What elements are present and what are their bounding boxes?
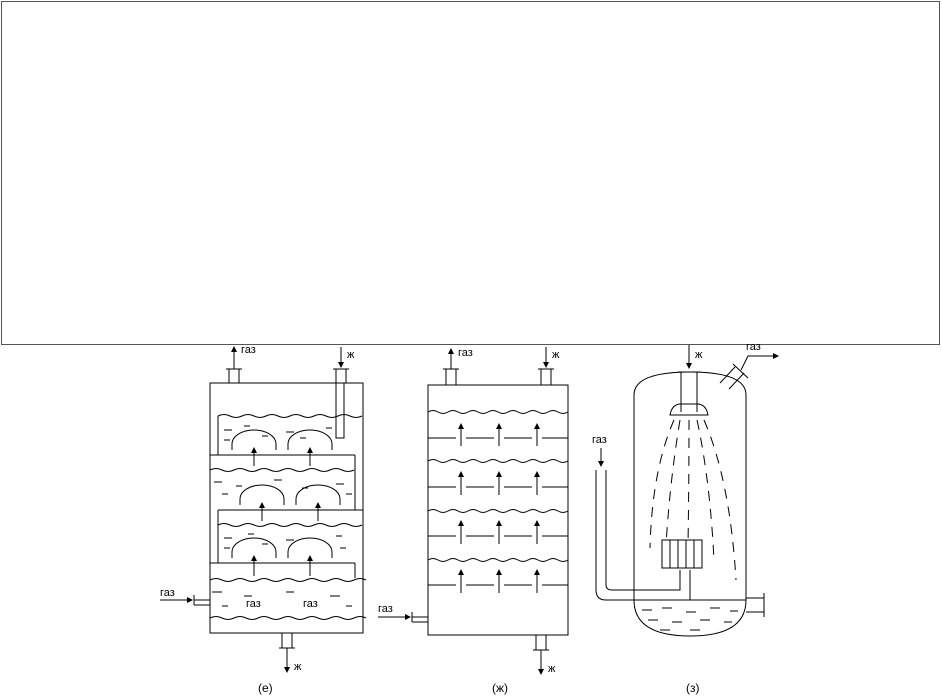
caption-z: (з) <box>686 681 700 695</box>
column-zh: газ ж газ ж (ж) <box>378 347 569 695</box>
column-z-liquid-dashes <box>642 607 738 631</box>
column-zh-trays <box>428 437 568 586</box>
column-z-gas-inlet-pipe <box>595 470 691 601</box>
column-e-liquid-inlet-nozzle <box>335 368 347 383</box>
column-e-inlet-downcomer <box>335 383 345 439</box>
column-z-gas-inlet-label: газ <box>592 434 607 446</box>
column-e-liquid-levels <box>209 414 367 620</box>
column-e-liquid-outlet-nozzle <box>279 633 295 649</box>
column-e: газ ж газ газ газ ж (е) <box>160 344 367 695</box>
column-e-trays <box>210 416 363 578</box>
column-z-gas-outlet-nozzle <box>719 363 749 390</box>
column-z-spray <box>649 419 737 581</box>
column-zh-liquid-outlet-label: ж <box>548 663 556 675</box>
column-zh-liquid-outlet-nozzle <box>533 635 549 651</box>
caption-zh: (ж) <box>492 681 508 695</box>
column-zh-gas-inlet-nozzle <box>411 612 428 623</box>
column-e-gas-arrows <box>251 447 321 576</box>
column-zh-liquid-inlet-label: ж <box>552 349 560 361</box>
column-z-spray-nozzle <box>669 403 709 416</box>
column-e-gas-outlet-nozzle <box>226 368 242 383</box>
column-zh-gas-inlet-label: газ <box>378 603 393 615</box>
column-e-liquid-dashes <box>212 425 352 607</box>
column-z-liquid-inlet-label: ж <box>695 349 703 361</box>
column-z-gas-outlet-arrow <box>740 353 779 371</box>
blank-panel <box>1 1 940 345</box>
column-zh-gas-outlet-nozzle <box>443 368 459 385</box>
column-z-liquid-inlet-pipe <box>678 371 700 412</box>
column-zh-gas-outlet-label: газ <box>458 347 473 359</box>
column-e-gas-zone-label-2: газ <box>303 598 318 610</box>
column-e-gas-zone-label-1: газ <box>246 598 261 610</box>
column-z: газ ж газ (з) <box>592 341 779 695</box>
caption-e: (е) <box>258 681 273 695</box>
column-e-gas-inlet-label: газ <box>160 587 175 599</box>
column-e-liquid-inlet-label: ж <box>347 349 355 361</box>
column-e-liquid-outlet-label: ж <box>294 661 302 673</box>
column-zh-liquid-levels <box>427 410 569 562</box>
column-z-liquid-outlet-nozzle <box>746 593 765 617</box>
column-e-gas-outlet-label: газ <box>241 344 256 356</box>
column-z-gas-distributor <box>661 539 703 569</box>
column-z-gas-outlet-label: газ <box>746 341 761 353</box>
column-zh-shell <box>427 384 569 636</box>
column-zh-liquid-inlet-nozzle <box>538 368 554 385</box>
column-e-bubble-caps <box>231 429 341 558</box>
column-zh-gas-arrows <box>458 423 540 593</box>
column-e-gas-inlet-nozzle <box>193 595 210 606</box>
column-e-shell <box>209 382 364 634</box>
